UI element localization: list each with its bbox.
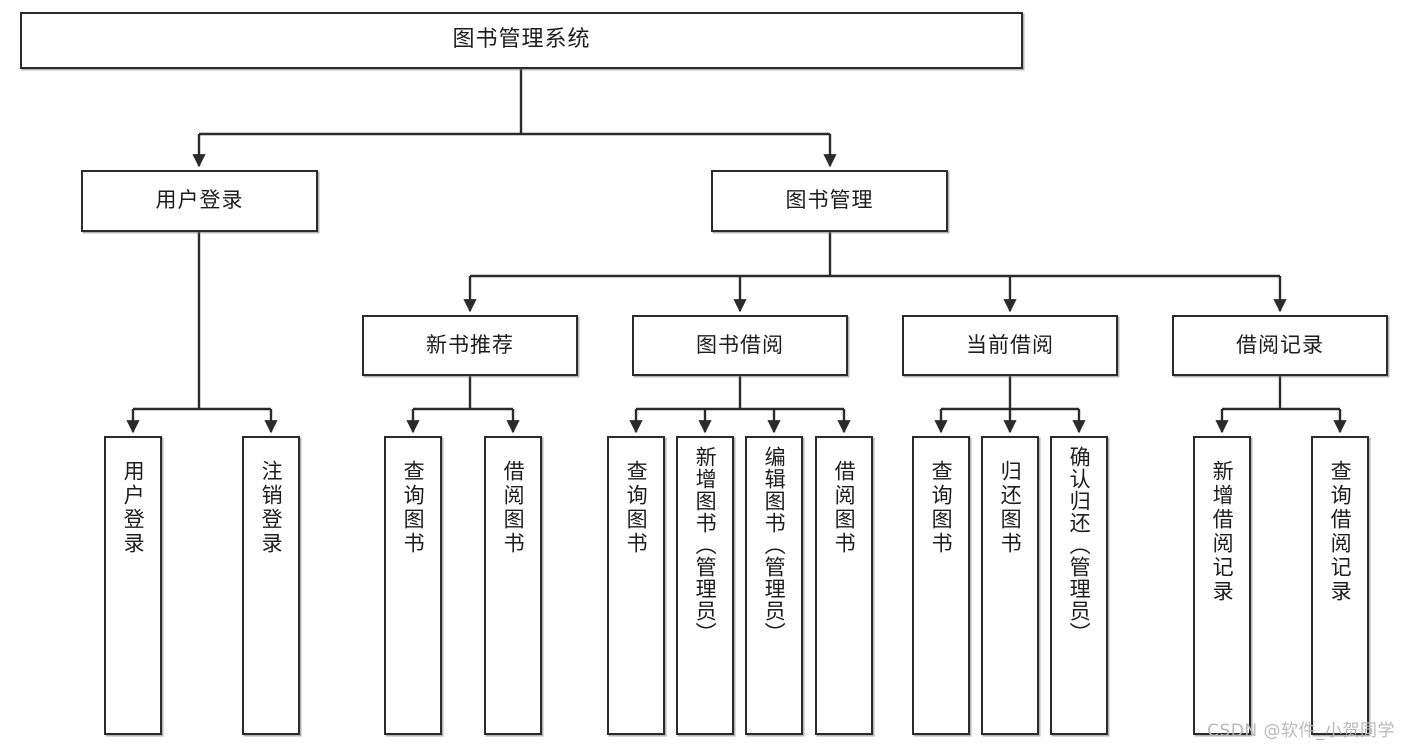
node-label: 借阅记录	[1236, 332, 1324, 357]
node-label: 用户登录	[121, 460, 146, 556]
node-current-borrowing[interactable]: 当前借阅	[902, 315, 1118, 376]
node-label: 图书管理系统	[452, 27, 591, 53]
leaf-add-book-admin[interactable]: 新增图书（管理员）	[676, 436, 734, 735]
leaf-query-books-borrowing[interactable]: 查询图书	[607, 436, 665, 735]
leaf-return-books[interactable]: 归还图书	[981, 436, 1039, 735]
node-label: 当前借阅	[966, 332, 1054, 357]
leaf-query-books-recommendation[interactable]: 查询图书	[384, 436, 442, 735]
node-book-management[interactable]: 图书管理	[711, 170, 948, 232]
leaf-borrow-books-borrowing[interactable]: 借阅图书	[815, 436, 873, 735]
node-label: 新书推荐	[426, 332, 514, 357]
node-label: 确认归还（管理员）	[1067, 446, 1092, 644]
node-label: 查询借阅记录	[1328, 460, 1353, 604]
leaf-edit-book-admin[interactable]: 编辑图书（管理员）	[745, 436, 803, 735]
node-book-borrowing[interactable]: 图书借阅	[632, 315, 848, 376]
node-label: 查询图书	[929, 460, 954, 556]
node-label: 图书管理	[785, 188, 874, 213]
node-label: 用户登录	[155, 188, 244, 213]
leaf-confirm-return-admin[interactable]: 确认归还（管理员）	[1050, 436, 1108, 735]
node-label: 查询图书	[624, 460, 649, 556]
node-user-login[interactable]: 用户登录	[81, 170, 318, 232]
node-label: 新增借阅记录	[1210, 460, 1235, 604]
leaf-add-borrowing-record[interactable]: 新增借阅记录	[1193, 436, 1251, 735]
node-root-book-management-system[interactable]: 图书管理系统	[20, 12, 1023, 69]
node-label: 借阅图书	[501, 460, 526, 556]
leaf-query-borrowing-record[interactable]: 查询借阅记录	[1311, 436, 1369, 735]
node-borrowing-records[interactable]: 借阅记录	[1172, 315, 1388, 376]
leaf-query-books-current[interactable]: 查询图书	[912, 436, 970, 735]
node-label: 注销登录	[259, 460, 284, 556]
leaf-logout[interactable]: 注销登录	[242, 436, 300, 735]
node-label: 编辑图书（管理员）	[762, 446, 787, 644]
node-label: 查询图书	[401, 460, 426, 556]
node-label: 归还图书	[998, 460, 1023, 556]
leaf-borrow-books-recommendation[interactable]: 借阅图书	[484, 436, 542, 735]
node-label: 新增图书（管理员）	[693, 446, 718, 644]
csdn-watermark: CSDN @软件_小贺同学	[1207, 721, 1395, 741]
leaf-user-login[interactable]: 用户登录	[104, 436, 162, 735]
node-new-book-recommendation[interactable]: 新书推荐	[362, 315, 578, 376]
node-label: 借阅图书	[832, 460, 857, 556]
node-label: 图书借阅	[696, 332, 784, 357]
